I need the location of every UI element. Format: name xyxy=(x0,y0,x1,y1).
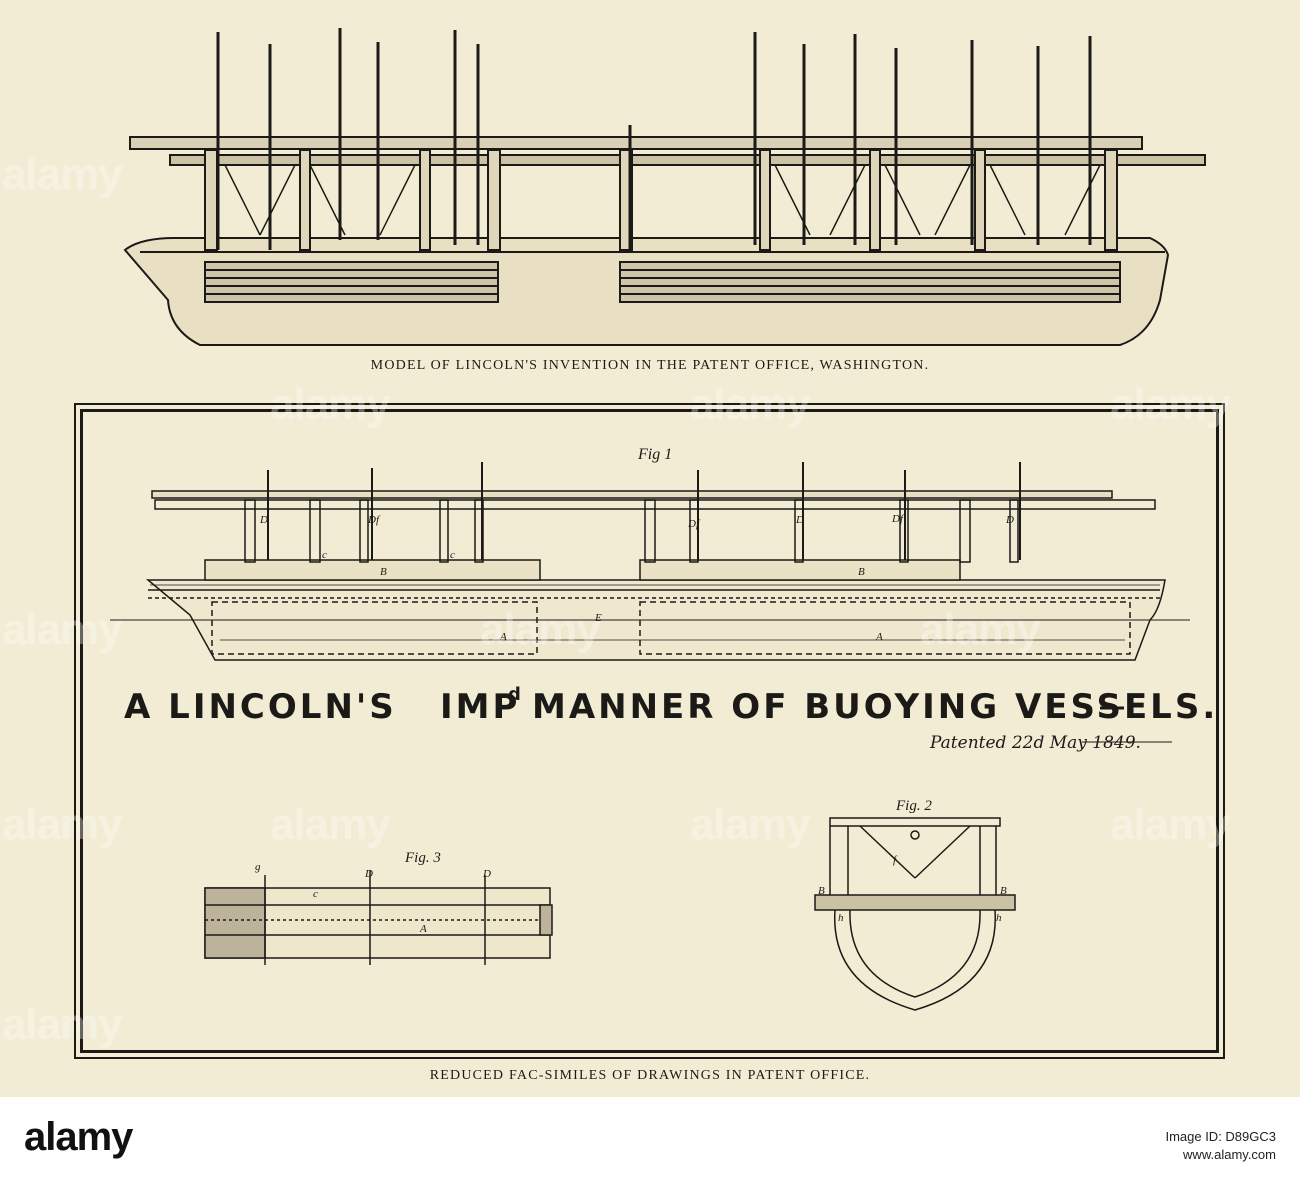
top-caption: MODEL OF LINCOLN'S INVENTION IN THE PATE… xyxy=(370,358,930,373)
fig1-label: Fig 1 xyxy=(637,446,672,463)
label-c: c xyxy=(450,549,455,561)
label-df: Df xyxy=(687,518,701,530)
label-b: B xyxy=(818,885,825,897)
watermark: alamy xyxy=(270,380,391,429)
model-illustration xyxy=(123,28,1206,346)
label-e: E xyxy=(594,612,602,624)
patent-drawing: D Df Df D Df D c c B B A A E g D D A c f… xyxy=(110,446,1215,1011)
bottom-caption: REDUCED FAC-SIMILES OF DRAWINGS IN PATEN… xyxy=(429,1068,871,1083)
watermark: alamy xyxy=(690,800,811,849)
label-g: g xyxy=(255,861,261,873)
label-h: h xyxy=(838,912,844,924)
label-d: D xyxy=(364,868,373,880)
patent-drawing-frame xyxy=(80,409,1219,1053)
label-b: B xyxy=(1000,885,1007,897)
watermark: alamy xyxy=(480,605,601,654)
patent-date-note: Patented 22d May 1849. xyxy=(929,733,1141,753)
label-c: c xyxy=(313,888,318,900)
watermark: alamy xyxy=(920,605,1041,654)
label-d: D xyxy=(259,514,268,526)
stock-footer xyxy=(0,1097,1300,1187)
image-id: Image ID: D89GC3 xyxy=(1165,1129,1276,1144)
fig2-label: Fig. 2 xyxy=(895,798,932,814)
headline-imp-sup: d xyxy=(508,684,524,705)
label-d: D xyxy=(1005,514,1014,526)
headline-imp: IMP xyxy=(440,687,520,727)
label-df: Df xyxy=(891,513,905,525)
label-d: D xyxy=(482,868,491,880)
label-a: A xyxy=(875,631,883,643)
fig3-label: Fig. 3 xyxy=(404,850,441,866)
label-f: f xyxy=(893,854,898,866)
label-df: Df xyxy=(367,514,381,526)
label-a: A xyxy=(419,923,427,935)
watermark: alamy xyxy=(270,800,391,849)
watermark: alamy xyxy=(690,380,811,429)
site-url[interactable]: www.alamy.com xyxy=(1183,1147,1276,1162)
label-b: B xyxy=(380,566,387,578)
label-a: A xyxy=(499,631,507,643)
label-d: D xyxy=(795,514,804,526)
scanned-page: MODEL OF LINCOLN'S INVENTION IN THE PATE… xyxy=(0,0,1300,1097)
headline-a-lincolns: A LINCOLN'S xyxy=(124,687,397,727)
watermark: alamy xyxy=(2,1000,123,1049)
watermark: alamy xyxy=(2,800,123,849)
alamy-logo[interactable]: alamy xyxy=(24,1115,133,1159)
watermark: alamy xyxy=(1110,800,1231,849)
watermark: alamy xyxy=(2,150,123,199)
watermark: alamy xyxy=(1110,380,1231,429)
label-h: h xyxy=(996,912,1002,924)
watermark: alamy xyxy=(2,605,123,654)
label-c: c xyxy=(322,549,327,561)
label-b: B xyxy=(858,566,865,578)
